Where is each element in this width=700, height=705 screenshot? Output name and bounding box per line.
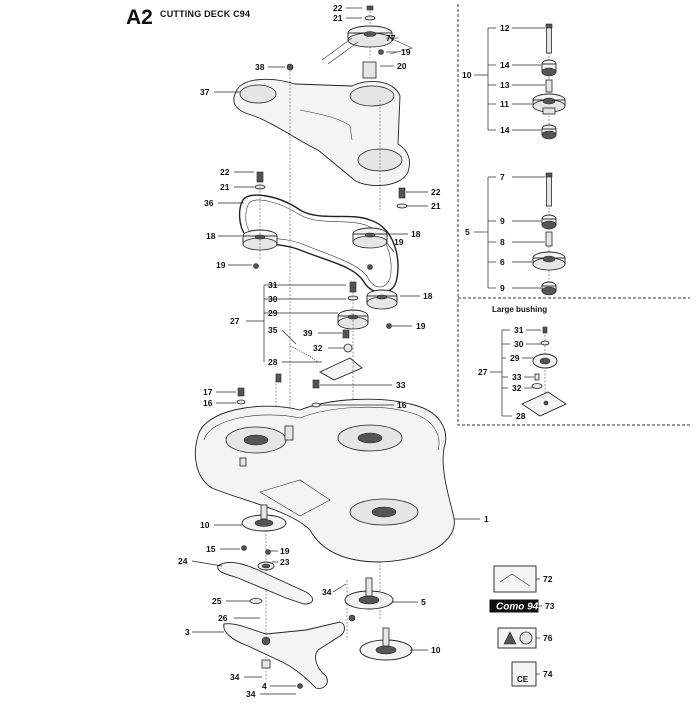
callout-7: 7 (500, 172, 505, 182)
tension-arm (289, 329, 363, 381)
callout-18: 18 (423, 291, 433, 301)
callout-19: 19 (401, 47, 411, 57)
callout-1: 1 (484, 514, 489, 524)
callout-28: 28 (516, 411, 526, 421)
callout-29: 29 (510, 353, 520, 363)
callout-32: 32 (512, 383, 522, 393)
callout-3: 3 (185, 627, 190, 637)
callout-27: 27 (478, 367, 488, 377)
callout-34: 34 (322, 587, 332, 597)
callout-34: 34 (246, 689, 256, 699)
callout-74: 74 (543, 669, 553, 679)
callout-22: 22 (333, 3, 343, 13)
callout-21: 21 (333, 13, 343, 23)
inset-panel-spindles (457, 4, 690, 426)
callout-24: 24 (178, 556, 188, 566)
callout-20: 20 (397, 61, 407, 71)
callout-18: 18 (206, 231, 216, 241)
callout-22: 22 (431, 187, 441, 197)
callout-22: 22 (220, 167, 230, 177)
callout-15: 15 (206, 544, 216, 554)
decal-logo-text: Como 94 (496, 602, 539, 613)
top-pulley-stack (321, 5, 413, 79)
callout-10: 10 (462, 70, 472, 80)
large-bushing-title: Large bushing (492, 305, 547, 314)
callout-6: 6 (500, 257, 505, 267)
svg-text:CE: CE (517, 675, 529, 684)
callout-10: 10 (431, 645, 441, 655)
callout-31: 31 (268, 280, 278, 290)
callout-21: 21 (220, 182, 230, 192)
decal-74 (511, 661, 537, 687)
callout-14: 14 (500, 125, 510, 135)
callout-16: 16 (203, 398, 213, 408)
callout-31: 31 (514, 325, 524, 335)
decal-72 (493, 565, 537, 593)
callout-leader-lines (191, 7, 545, 695)
callout-33: 33 (512, 372, 522, 382)
diagram-title: CUTTING DECK C94 (160, 9, 251, 19)
callout-19: 19 (416, 321, 426, 331)
callout-12: 12 (500, 23, 510, 33)
callout-73: 73 (545, 601, 555, 611)
callout-numbers: 22 21 77 19 20 38 37 22 21 36 18 19 22 2… (178, 3, 555, 699)
spindle-assembly-5-inset (532, 172, 566, 296)
callout-38: 38 (255, 62, 265, 72)
deck-spindles (241, 504, 413, 661)
mower-blades (217, 562, 345, 689)
callout-18: 18 (411, 229, 421, 239)
callout-19: 19 (394, 237, 404, 247)
callout-5: 5 (421, 597, 426, 607)
callout-14: 14 (500, 60, 510, 70)
callout-32: 32 (313, 343, 323, 353)
callout-30: 30 (268, 294, 278, 304)
callout-23: 23 (280, 557, 290, 567)
callout-16: 16 (397, 400, 407, 410)
cutting-deck-housing (194, 398, 455, 563)
callout-76: 76 (543, 633, 553, 643)
callout-36: 36 (204, 198, 214, 208)
large-bushing-inset (521, 326, 567, 417)
callout-19: 19 (216, 260, 226, 270)
callout-26: 26 (218, 613, 228, 623)
callout-37: 37 (200, 87, 210, 97)
callout-28: 28 (268, 357, 278, 367)
callout-27: 27 (230, 316, 240, 326)
callout-9: 9 (500, 216, 505, 226)
callout-29: 29 (268, 308, 278, 318)
pulley-cover (233, 63, 410, 186)
callout-8: 8 (500, 237, 505, 247)
callout-21: 21 (431, 201, 441, 211)
callout-33: 33 (396, 380, 406, 390)
diagram-code: A2 (126, 6, 153, 29)
callout-10: 10 (200, 520, 210, 530)
callout-30: 30 (514, 339, 524, 349)
callout-77: 77 (386, 33, 396, 43)
spindle-assembly-10-inset (532, 23, 566, 140)
callout-4: 4 (262, 681, 267, 691)
callout-34: 34 (230, 672, 240, 682)
callout-35: 35 (268, 325, 278, 335)
callout-17: 17 (203, 387, 213, 397)
callout-72: 72 (543, 574, 553, 584)
callout-25: 25 (212, 596, 222, 606)
callout-9: 9 (500, 283, 505, 293)
callout-11: 11 (500, 99, 509, 109)
callout-19: 19 (280, 546, 290, 556)
decals: Como 94 CE (489, 565, 539, 687)
callout-5: 5 (465, 227, 470, 237)
callout-39: 39 (303, 328, 313, 338)
callout-13: 13 (500, 80, 510, 90)
